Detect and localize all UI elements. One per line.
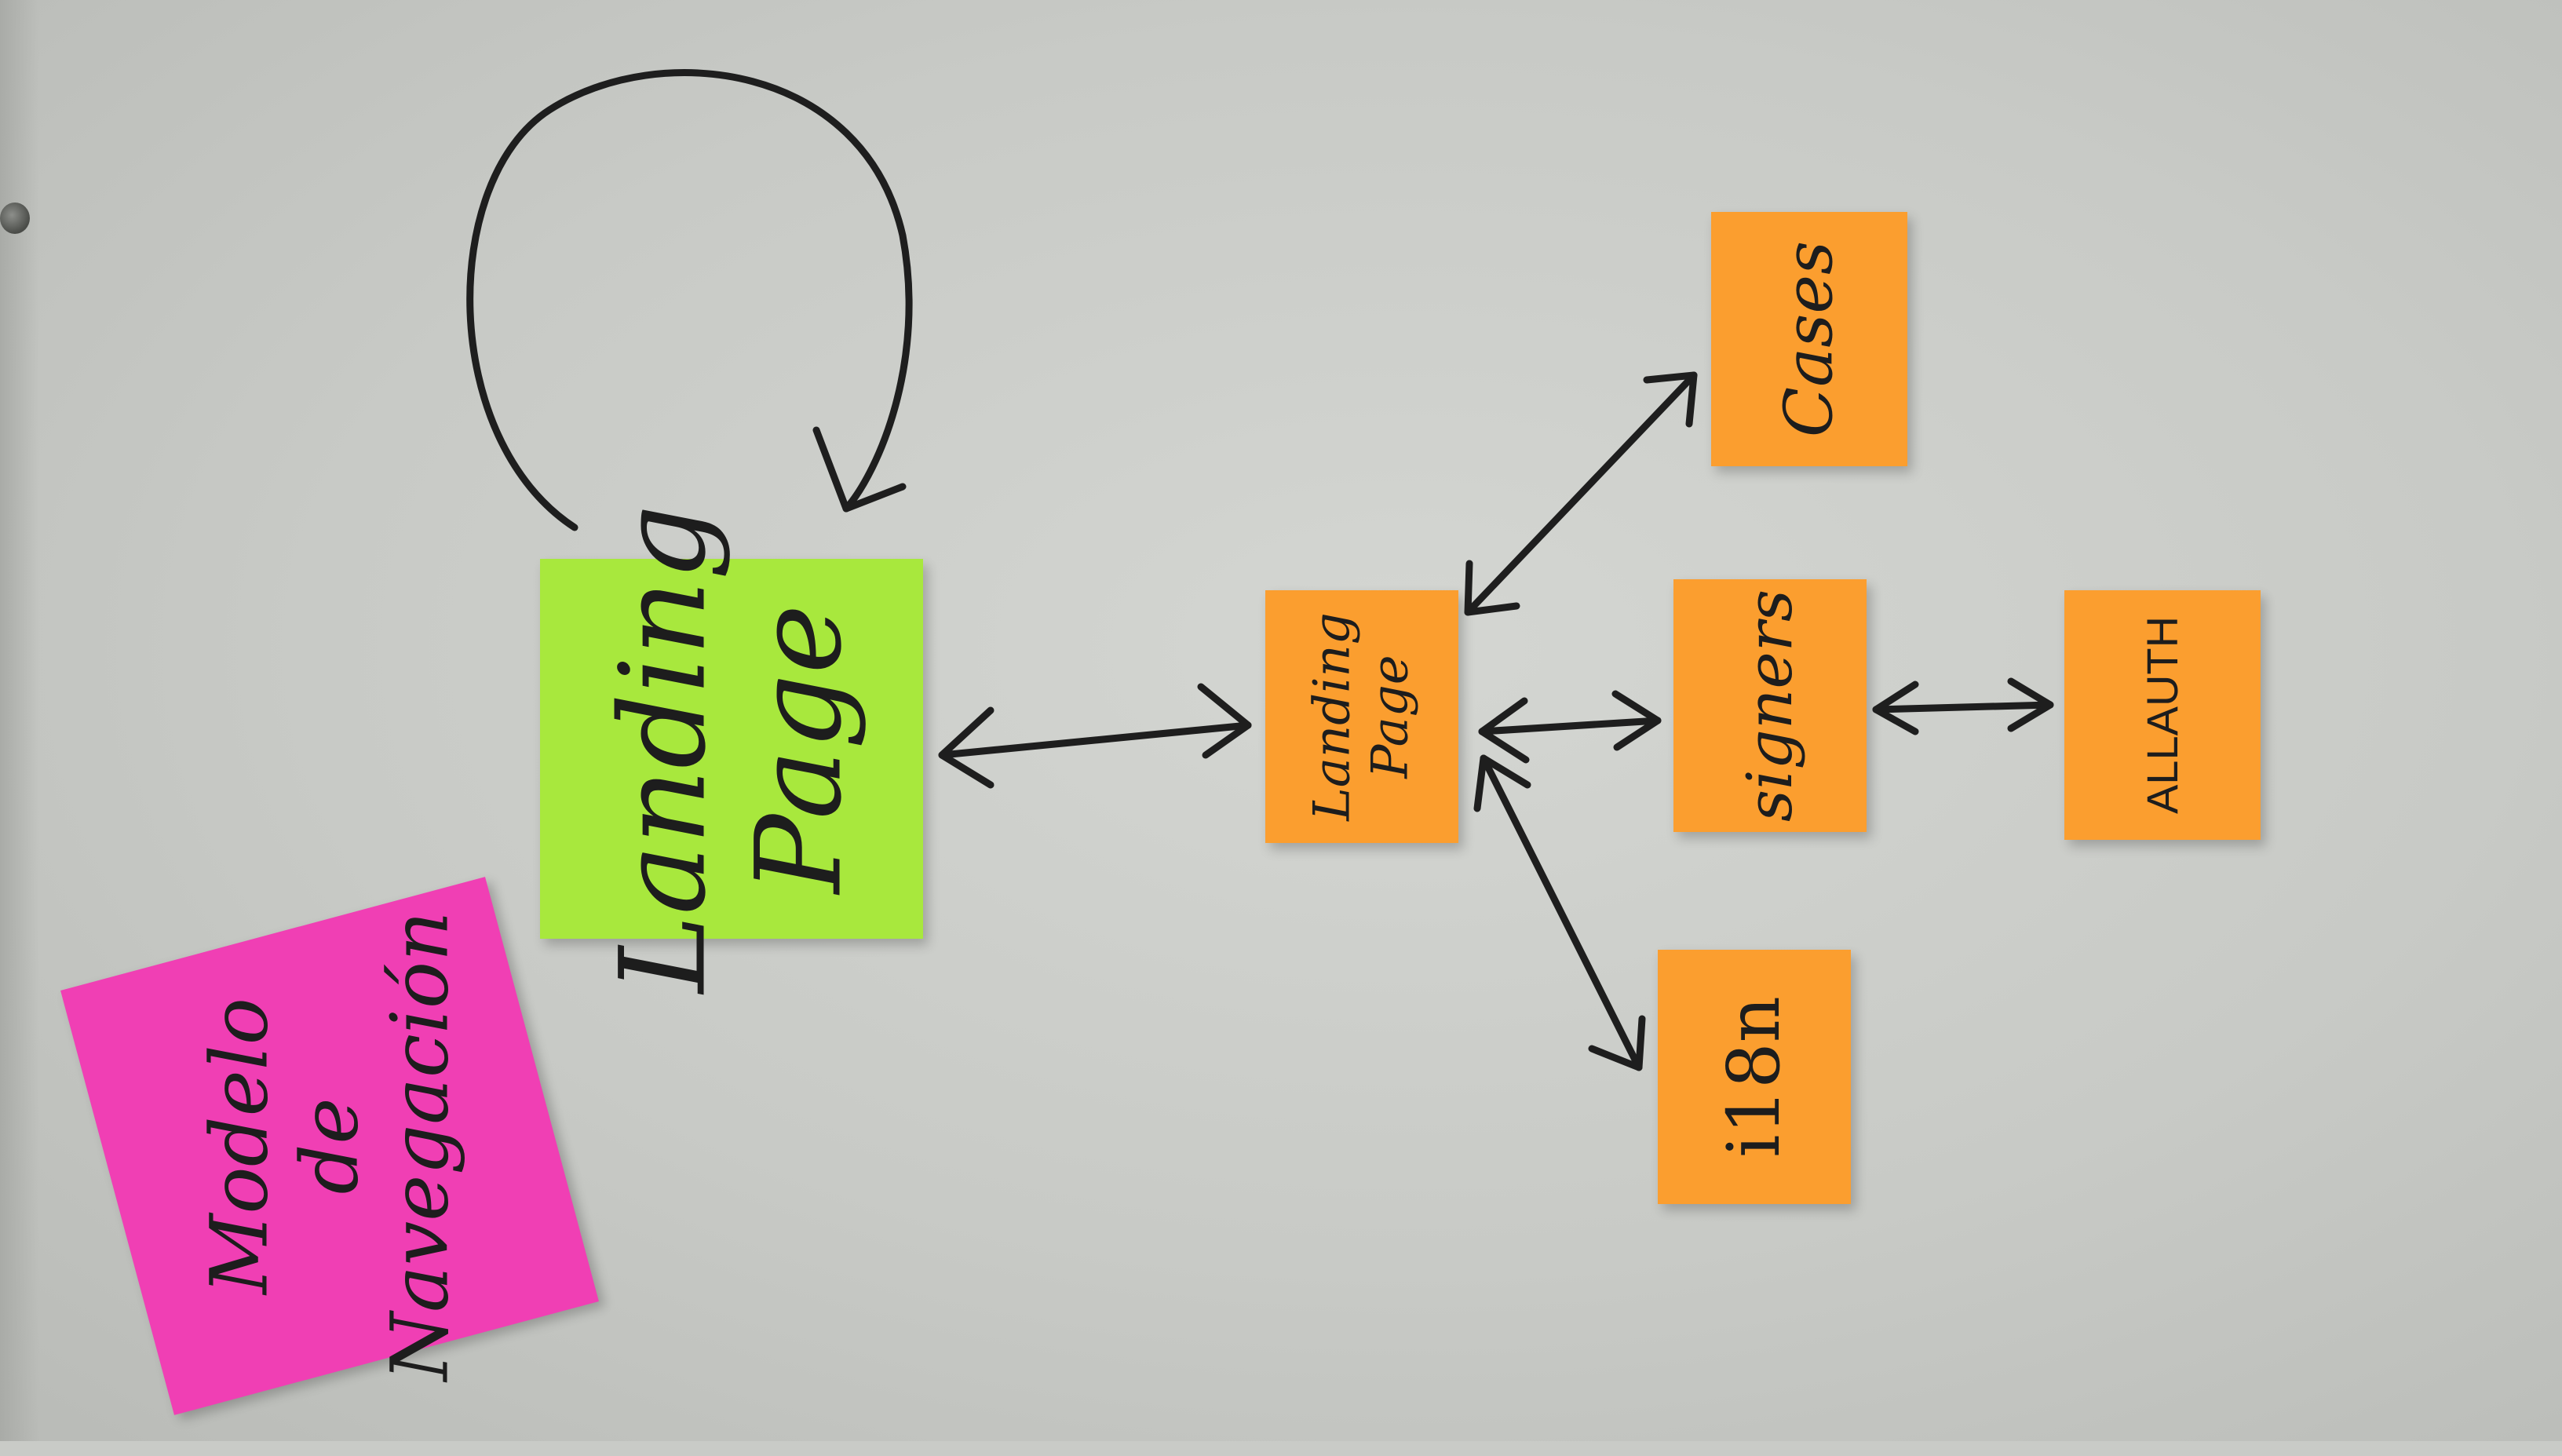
arrowhead-signers-end <box>1611 690 1662 751</box>
note-allauth: ALLAUTH <box>2064 590 2261 840</box>
arrow-landing-main-to-landing-small <box>938 721 1252 759</box>
arrowhead-cases-end <box>1643 371 1698 428</box>
arrowhead-signers-landing-end <box>1478 697 1530 764</box>
note-cases: Cases <box>1711 212 1907 466</box>
arrowhead-landing-small-end <box>1197 683 1252 759</box>
arrowhead-i18n-end <box>1588 1015 1646 1071</box>
board-edge-shadow <box>0 0 39 1441</box>
note-i18n: i18n <box>1658 950 1851 1204</box>
arrowhead-allauth-end <box>2007 677 2054 732</box>
arrowhead-landing-main-end <box>938 706 995 789</box>
self-loop-arrowhead <box>812 426 907 513</box>
self-loop-arrow <box>466 69 913 531</box>
arrow-landing-small-to-i18n <box>1480 754 1643 1071</box>
note-landing-page-small: Landing Page <box>1265 590 1458 843</box>
arrowhead-allauth-signers-end <box>1872 681 1919 735</box>
note-signers: signers <box>1673 579 1867 832</box>
wall-screw <box>0 203 30 234</box>
arrow-landing-small-to-cases <box>1464 371 1698 616</box>
arrowhead-cases-landing-end <box>1464 560 1520 616</box>
arrow-landing-small-to-signers <box>1478 717 1662 735</box>
arrow-signers-to-allauth <box>1872 701 2054 713</box>
arrowhead-i18n-landing-end <box>1473 754 1531 812</box>
note-landing-page-main: Landing Page <box>540 505 923 993</box>
arrow-group <box>466 69 2054 1071</box>
